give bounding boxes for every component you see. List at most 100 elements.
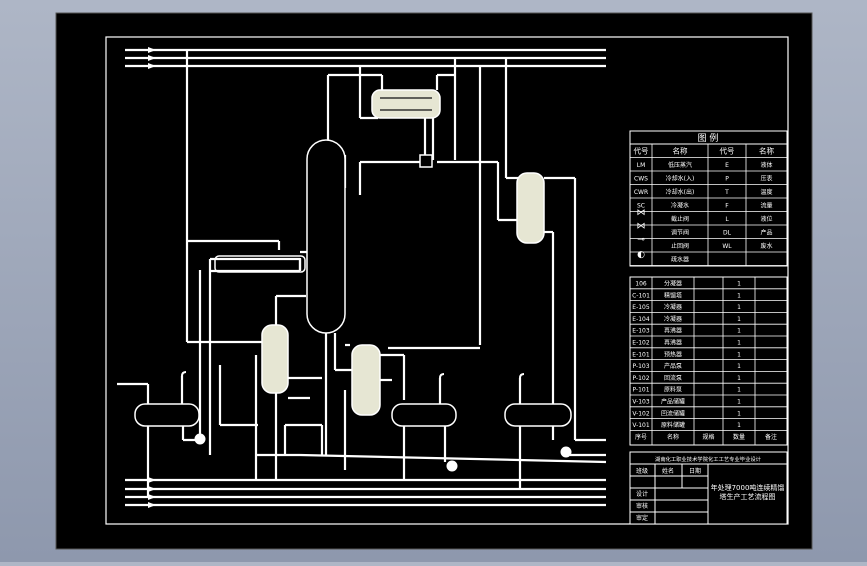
equipment-cell: V-101 xyxy=(632,422,650,429)
equipment-footer-cell: 数量 xyxy=(733,433,745,441)
equipment-cell: 1 xyxy=(737,387,741,394)
legend-cell: 调节阀 xyxy=(671,229,689,237)
reboiler-2 xyxy=(351,344,381,416)
reflux-pump xyxy=(446,460,458,472)
legend-cell: 冷却水(出) xyxy=(666,188,695,196)
legend-cell: LM xyxy=(637,162,646,169)
legend-symbol-icon: ⋈ xyxy=(637,222,646,232)
equipment-cell: 再沸器 xyxy=(664,339,682,347)
product-pump xyxy=(560,446,572,458)
legend-cell: 压表 xyxy=(760,175,772,183)
equipment-cell: 再沸器 xyxy=(664,327,682,335)
title-head-0: 班级 xyxy=(636,467,648,475)
equipment-cell: 1 xyxy=(737,340,741,347)
legend-cell: 低压蒸汽 xyxy=(668,161,692,169)
pipelines xyxy=(117,48,607,507)
equipment-cell: 1 xyxy=(737,328,741,335)
equipment-cell: 106 xyxy=(635,281,647,288)
distillation-column xyxy=(306,139,346,334)
title-row-1: 审核 xyxy=(636,502,648,510)
equipment-cell: 1 xyxy=(737,304,741,311)
legend-cell: 废水 xyxy=(760,242,772,250)
title-head-1: 姓名 xyxy=(662,467,674,475)
drawing-title: 年处理7000吨连续精馏塔生产工艺流程图 xyxy=(710,484,785,501)
equipment-cell: 产品储罐 xyxy=(661,398,685,406)
drawing-border xyxy=(105,36,789,525)
pumps xyxy=(194,433,572,472)
legend-cell: SC xyxy=(637,203,645,210)
overhead-condenser xyxy=(371,89,441,119)
legend-cell: P xyxy=(725,176,729,183)
product-tank xyxy=(504,403,572,427)
equipment-cell: E-101 xyxy=(632,351,650,358)
drawing-title-box: 年处理7000吨连续精馏塔生产工艺流程图 xyxy=(710,484,785,501)
equipment-cell: V-102 xyxy=(632,410,650,417)
equipment-cell: 精馏塔 xyxy=(664,291,682,299)
legend-cell: 流量 xyxy=(760,202,772,210)
equipment-cell: P-103 xyxy=(632,363,649,370)
equipment-footer-cell: 名称 xyxy=(667,433,679,441)
legend-cell: 液体 xyxy=(760,161,772,169)
equipment-cell: P-101 xyxy=(632,387,649,394)
equipment-cell: C-101 xyxy=(632,292,650,299)
equipment-cell: 1 xyxy=(737,292,741,299)
legend-cell: F xyxy=(725,203,729,210)
reflux-tank xyxy=(391,403,457,427)
legend-cell: CWS xyxy=(634,176,648,183)
legend-cell: 液位 xyxy=(760,215,772,223)
legend-cell: 止回阀 xyxy=(671,242,689,250)
legend-symbol-icon: ⋈ xyxy=(637,208,646,218)
equipment-cell: 1 xyxy=(737,399,741,406)
legend-title: 图 例 xyxy=(698,132,719,144)
legend-cell: 冷却水(入) xyxy=(666,175,695,183)
equipment-cell: 预热器 xyxy=(664,350,682,358)
equipment-cell: 原料储罐 xyxy=(661,421,685,429)
equipment-cell: 冷凝器 xyxy=(664,315,682,323)
legend-cell: WL xyxy=(722,243,732,250)
equipment-cell: 1 xyxy=(737,422,741,429)
equipment-cell: 1 xyxy=(737,363,741,370)
equipment-cell: E-104 xyxy=(632,316,650,323)
equipment-cell: 1 xyxy=(737,375,741,382)
legend-symbol-icon: ⊸ xyxy=(637,235,645,245)
product-condenser xyxy=(516,172,545,244)
equipment-cell: 产品泵 xyxy=(664,362,682,370)
equipment-cell: 1 xyxy=(737,351,741,358)
title-block: 湖南化工职业技术学院化工工艺专业毕业设计 班级 姓名 日期 设计 审核 审定 年… xyxy=(629,451,788,525)
legend-cell: 名称 xyxy=(759,146,774,156)
equipment-footer-cell: 备注 xyxy=(765,433,777,441)
equipment-cell: E-105 xyxy=(632,304,650,311)
vent-hooks xyxy=(181,371,525,379)
legend-cell: 冷凝水 xyxy=(671,202,689,210)
legend-cell: T xyxy=(724,189,729,196)
equipment-cell: 1 xyxy=(737,410,741,417)
legend-cell: CWR xyxy=(634,189,648,196)
equipment-cell: E-103 xyxy=(632,328,650,335)
legend-cell: 疏水器 xyxy=(671,256,689,264)
legend-symbol-icon: ◐ xyxy=(637,250,645,260)
legend-cell: L xyxy=(725,216,729,223)
equipment-cell: P-102 xyxy=(632,375,649,382)
school-name: 湖南化工职业技术学院化工工艺专业毕业设计 xyxy=(655,455,762,463)
legend-cell: E xyxy=(725,162,729,169)
equipment-cell: 1 xyxy=(737,316,741,323)
legend-cell: DL xyxy=(723,230,732,237)
equipment-footer-cell: 序号 xyxy=(635,433,647,441)
title-row-2: 审定 xyxy=(636,514,648,522)
legend-cell: 产品 xyxy=(760,229,772,237)
legend-cell: 代号 xyxy=(720,146,735,156)
equipment-symbols xyxy=(134,89,572,427)
legend-cell: 代号 xyxy=(634,146,649,156)
equipment-cell: 回流泵 xyxy=(664,374,682,382)
equipment-cell: 分凝器 xyxy=(664,280,682,288)
equipment-cell: V-103 xyxy=(632,399,650,406)
equipment-cell: 1 xyxy=(737,281,741,288)
legend-cell: 温度 xyxy=(760,188,772,196)
equipment-footer-cell: 规格 xyxy=(702,433,714,441)
legend-cell: 截止阀 xyxy=(671,215,689,223)
feed-pump xyxy=(194,433,206,445)
equipment-cell: 回流储罐 xyxy=(661,409,685,417)
